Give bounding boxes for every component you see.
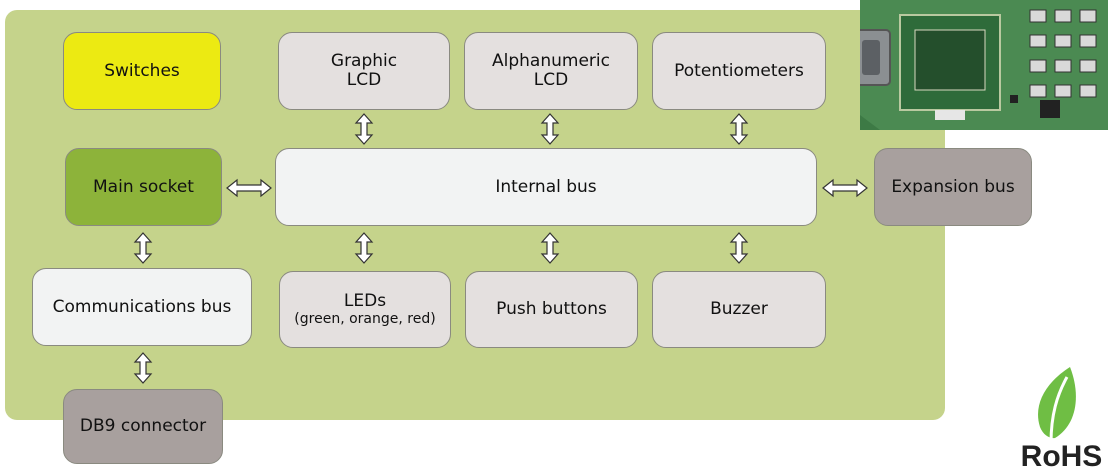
- db9-connector-block: DB9 connector: [63, 389, 223, 464]
- internal-bus-block: Internal bus: [275, 148, 817, 226]
- potentiometers-block: Potentiometers: [652, 32, 826, 110]
- internal-bus-label: Internal bus: [495, 176, 597, 197]
- graphic-lcd-label-line2: LCD: [346, 70, 382, 90]
- alphanumeric-lcd-label-line2: LCD: [533, 70, 569, 90]
- rohs-logo-text: RoHS: [1020, 440, 1103, 473]
- arrow-main-socket-internal-bus: [226, 178, 272, 198]
- arrow-internal-bus-leds: [354, 232, 374, 264]
- db9-connector-label: DB9 connector: [79, 416, 207, 436]
- expansion-bus-block: Expansion bus: [874, 148, 1032, 226]
- rohs-logo: RoHS: [1015, 365, 1108, 473]
- push-buttons-label: Push buttons: [496, 299, 607, 319]
- buzzer-label: Buzzer: [710, 299, 768, 319]
- arrow-communications-bus-db9-connector: [133, 352, 153, 384]
- switches-label: Switches: [104, 60, 180, 81]
- leds-label: LEDs: [343, 291, 387, 311]
- alphanumeric-lcd-label-line1: Alphanumeric: [492, 51, 610, 71]
- switches-block: Switches: [63, 32, 221, 110]
- arrow-graphic-lcd-internal-bus: [354, 113, 374, 145]
- communications-bus-block: Communications bus: [32, 268, 252, 346]
- buzzer-block: Buzzer: [652, 271, 826, 348]
- main-socket-label: Main socket: [93, 176, 194, 197]
- arrow-potentiometers-internal-bus: [729, 113, 749, 145]
- communications-bus-label: Communications bus: [52, 296, 232, 317]
- graphic-lcd-block: Graphic LCD: [278, 32, 450, 110]
- leaf-icon: [1038, 367, 1076, 444]
- arrow-internal-bus-expansion-bus: [822, 178, 868, 198]
- leds-colors-label: (green, orange, red): [294, 311, 436, 327]
- arrow-alphanumeric-lcd-internal-bus: [540, 113, 560, 145]
- leds-block: LEDs (green, orange, red): [279, 271, 451, 348]
- arrow-internal-bus-buzzer: [729, 232, 749, 264]
- main-socket-block: Main socket: [65, 148, 222, 226]
- alphanumeric-lcd-block: Alphanumeric LCD: [464, 32, 638, 110]
- arrow-main-socket-communications-bus: [133, 232, 153, 264]
- expansion-bus-label: Expansion bus: [891, 176, 1015, 197]
- board-photo: [860, 0, 1108, 130]
- graphic-lcd-label-line1: Graphic: [330, 51, 398, 71]
- arrow-internal-bus-push-buttons: [540, 232, 560, 264]
- push-buttons-block: Push buttons: [465, 271, 638, 348]
- potentiometers-label: Potentiometers: [674, 60, 804, 81]
